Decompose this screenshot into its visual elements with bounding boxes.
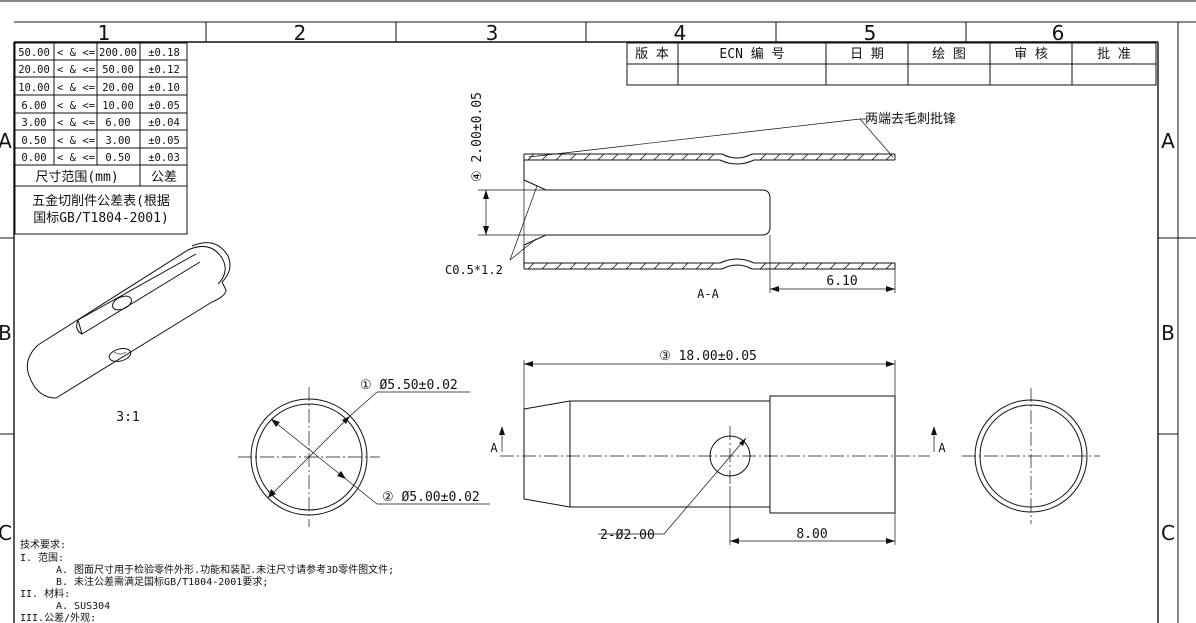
- front-dim-length: ③ 18.00±0.05: [659, 349, 757, 364]
- tol-value: ±0.18: [148, 47, 180, 59]
- front-view: ③ 18.00±0.05 A A 2-Ø2.00 8.00: [490, 349, 946, 545]
- iso-scale: 3:1: [116, 410, 139, 425]
- tol-value: ±0.04: [148, 117, 180, 129]
- tol-header-tol: 公差: [151, 170, 177, 185]
- front-hole-callout: 2-Ø2.00: [600, 528, 655, 543]
- tolerance-table: 50.00 < & <= 200.00 ±0.18 20.00 < & <= 5…: [14, 42, 188, 235]
- tol-low: 6.00: [21, 100, 46, 112]
- tol-value: ±0.05: [148, 100, 180, 112]
- zone-row-b-right: B: [1161, 321, 1175, 345]
- tol-value: ±0.05: [148, 135, 180, 147]
- rev-header-drawn: 绘 图: [932, 47, 966, 62]
- zone-col-6: 6: [1052, 21, 1065, 45]
- notes-scope: I. 范围:: [20, 551, 64, 564]
- zone-row-c-left: C: [0, 521, 12, 545]
- notes-scope-a: A. 图面尺寸用于检验零件外形.功能和装配.未注尺寸请参考3D零件图文件;: [56, 563, 394, 576]
- tol-op: < & <=: [57, 152, 95, 164]
- tol-op: < & <=: [57, 47, 95, 59]
- notes-material: II. 材料:: [20, 587, 70, 600]
- zone-row-c-right: C: [1161, 521, 1175, 545]
- section-note-deburr: 两端去毛刺批锋: [865, 112, 956, 127]
- rev-header-date: 日 期: [850, 47, 884, 62]
- technical-requirements: 技术要求: I. 范围: A. 图面尺寸用于检验零件外形.功能和装配.未注尺寸请…: [20, 538, 394, 623]
- section-chamfer: C0.5*1.2: [445, 263, 503, 277]
- end-dim-outer: ① Ø5.50±0.02: [360, 378, 458, 393]
- tol-high: 0.50: [105, 152, 130, 164]
- tol-high: 10.00: [102, 100, 134, 112]
- zone-row-a-left: A: [0, 129, 12, 153]
- tol-op: < & <=: [57, 64, 95, 76]
- rev-header-version: 版 本: [635, 47, 669, 62]
- end-view-left: ① Ø5.50±0.02 ② Ø5.00±0.02: [238, 378, 490, 527]
- section-label: A-A: [697, 287, 719, 301]
- section-hatching: [527, 153, 893, 270]
- notes-tolerance: III.公差/外观:: [20, 611, 96, 623]
- tol-high: 3.00: [105, 135, 130, 147]
- tol-high: 200.00: [99, 47, 137, 59]
- tol-low: 10.00: [18, 82, 50, 94]
- tol-op: < & <=: [57, 135, 95, 147]
- zone-col-3: 3: [486, 21, 499, 45]
- zone-labels: 1 2 3 4 5 6 A B C A B C: [0, 21, 1175, 545]
- tol-caption-2: 国标GB/T1804-2001): [33, 211, 169, 226]
- isometric-view: 3:1: [26, 242, 231, 425]
- revision-block: 版 本 ECN 编 号 日 期 绘 图 审 核 批 准: [626, 42, 1157, 86]
- section-view-aa: ④ 2.00±0.05 两端去毛刺批锋 C0.5*1.2 6.10 A-A: [445, 92, 956, 301]
- notes-scope-b: B. 未注公差需满足国标GB/T1804-2001要求;: [56, 575, 268, 588]
- rev-header-checked: 审 核: [1014, 47, 1048, 62]
- end-dim-inner: ② Ø5.00±0.02: [382, 490, 480, 505]
- tol-value: ±0.03: [148, 152, 180, 164]
- rev-header-approved: 批 准: [1097, 47, 1131, 62]
- notes-title: 技术要求:: [20, 538, 66, 551]
- notes-material-a: A. SUS304: [56, 601, 110, 612]
- tol-value: ±0.10: [148, 82, 180, 94]
- tol-op: < & <=: [57, 117, 95, 129]
- tol-low: 50.00: [18, 47, 50, 59]
- tol-value: ±0.12: [148, 64, 180, 76]
- tol-low: 0.50: [21, 135, 46, 147]
- tol-caption-1: 五金切削件公差表(根据: [32, 193, 170, 209]
- end-view-right: [962, 388, 1100, 524]
- zone-col-2: 2: [294, 21, 307, 45]
- rev-header-ecn: ECN 编 号: [719, 47, 784, 62]
- zone-col-4: 4: [674, 21, 687, 45]
- zone-col-5: 5: [864, 21, 877, 45]
- tol-high: 6.00: [105, 117, 130, 129]
- tol-low: 3.00: [21, 117, 46, 129]
- tol-high: 20.00: [102, 82, 134, 94]
- zone-row-b-left: B: [0, 321, 12, 345]
- tol-high: 50.00: [102, 64, 134, 76]
- section-dim-length: 6.10: [826, 274, 857, 289]
- tol-op: < & <=: [57, 82, 95, 94]
- section-dim-diameter: ④ 2.00±0.05: [470, 92, 485, 182]
- tol-low: 20.00: [18, 64, 50, 76]
- tol-op: < & <=: [57, 100, 95, 112]
- zone-col-1: 1: [98, 21, 111, 45]
- zone-row-a-right: A: [1161, 129, 1175, 153]
- tol-header-range: 尺寸范围(mm): [35, 170, 118, 185]
- section-mark-left: A: [490, 441, 498, 455]
- tol-low: 0.00: [21, 152, 46, 164]
- section-mark-right: A: [938, 441, 946, 455]
- front-dim-hole-pos: 8.00: [796, 527, 827, 542]
